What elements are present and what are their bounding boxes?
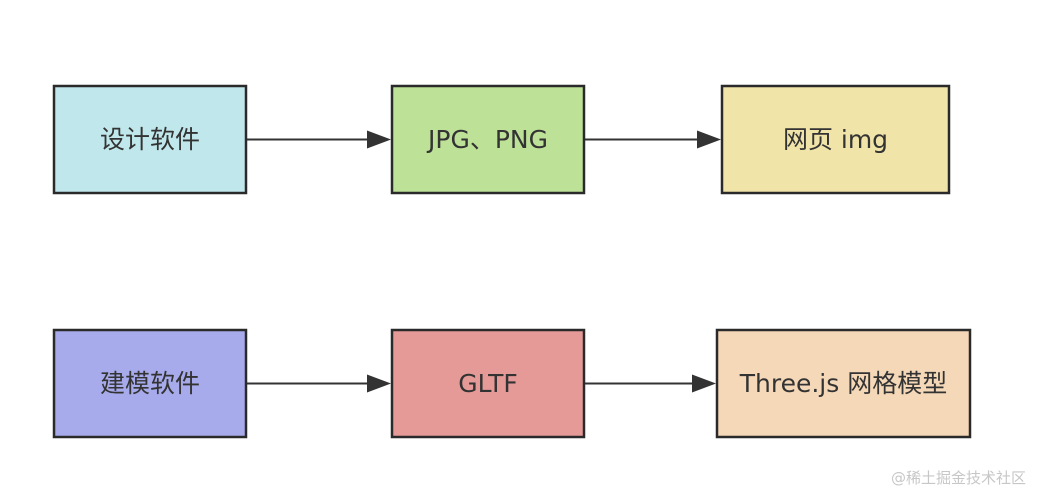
node-gltf: GLTF (390, 328, 586, 439)
node-box (390, 328, 586, 439)
arrowhead-icon (697, 130, 721, 149)
arrow-design-software-to-jpg-png (247, 130, 391, 149)
watermark: @稀土掘金技术社区 (890, 469, 1026, 487)
node-label: 网页 img (783, 125, 888, 154)
arrowhead-icon (692, 374, 716, 393)
node-jpg-png: JPG、PNG (390, 84, 586, 195)
node-label: GLTF (458, 369, 518, 398)
edges-layer (247, 130, 721, 393)
node-label: 建模软件 (100, 369, 200, 398)
node-box (52, 84, 248, 195)
node-modeling-software: 建模软件 (52, 328, 248, 439)
node-box (715, 328, 972, 439)
node-webpage-img: 网页 img (720, 84, 951, 195)
node-threejs-mesh-model: Three.js 网格模型 (715, 328, 972, 439)
arrow-gltf-to-threejs-mesh-model (585, 374, 716, 393)
node-label: 设计软件 (100, 125, 200, 154)
arrowhead-icon (367, 374, 391, 393)
nodes-layer: 设计软件 JPG、PNG 网页 img 建模软件 GLTF Three.js 网格模型 (52, 84, 972, 439)
arrowhead-icon (367, 130, 391, 149)
node-box (390, 84, 586, 195)
node-label: Three.js 网格模型 (739, 369, 947, 398)
node-label: JPG、PNG (426, 125, 548, 154)
node-box (720, 84, 951, 195)
node-design-software: 设计软件 (52, 84, 248, 195)
arrow-jpg-png-to-webpage-img (585, 130, 721, 149)
arrow-modeling-software-to-gltf (247, 374, 391, 393)
node-box (52, 328, 248, 439)
